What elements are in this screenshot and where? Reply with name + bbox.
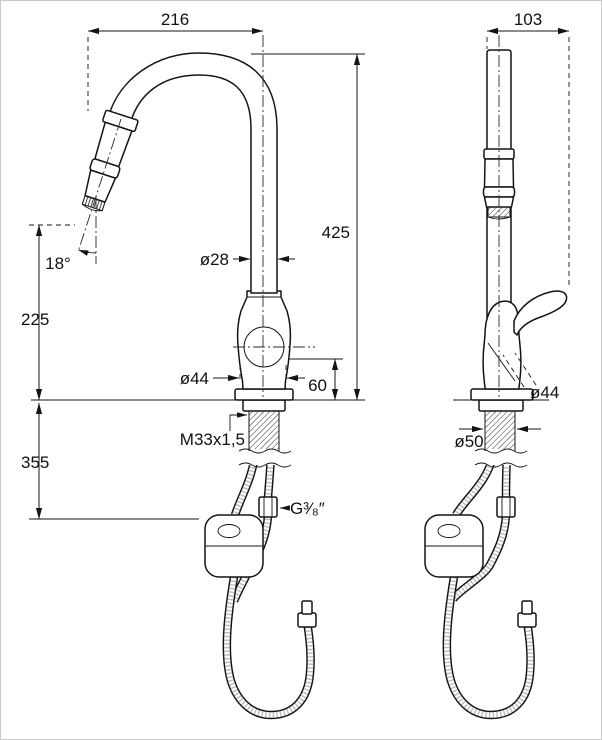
dim-g38-label: G³⁄₈″	[290, 499, 325, 518]
side-break-top	[474, 448, 528, 454]
front-shank-threads	[249, 411, 279, 449]
side-hose-loop-braid	[444, 576, 534, 718]
dim-425-label: 425	[322, 223, 350, 242]
side-break-bottom	[474, 462, 528, 468]
connector-nut	[297, 612, 317, 628]
dim-o44s-leader-2	[502, 354, 525, 388]
hose-fitting-g38	[258, 496, 278, 518]
dim-18-label: 18°	[45, 254, 71, 273]
front-hose-weight	[204, 514, 264, 578]
side-shank-threads	[485, 411, 515, 449]
dim-355-label: 355	[21, 453, 49, 472]
angle-arc	[78, 249, 97, 256]
side-hose-weight	[424, 514, 484, 578]
dim-m33-label: M33x1,5	[180, 430, 245, 449]
front-shank	[238, 399, 292, 468]
side-hose-b-lower-braid	[450, 514, 509, 601]
side-hose-connector	[517, 600, 537, 628]
dim-216-label: 216	[161, 10, 189, 29]
weight-logo	[217, 524, 241, 538]
dim-225-label: 225	[21, 310, 49, 329]
dimensions: 216 103 425 ø28 18° 225 ø44 60	[21, 10, 570, 520]
side-weight-logo	[437, 524, 461, 538]
side-connector-stem	[521, 600, 533, 615]
front-body	[236, 290, 292, 390]
reference-lines	[31, 35, 549, 401]
side-shank	[474, 399, 528, 468]
lever-handle	[513, 290, 568, 336]
side-hoses	[442, 454, 535, 720]
side-body-seam	[487, 342, 516, 382]
front-hose-connector	[297, 600, 317, 628]
front-view	[81, 52, 317, 720]
pullout-hose-upper-braid	[232, 455, 258, 516]
front-break-top	[238, 448, 292, 454]
side-connector-nut	[517, 612, 537, 628]
side-hose-fitting	[496, 496, 516, 518]
fitting-body	[258, 496, 278, 518]
front-hoses	[222, 455, 315, 720]
dim-o28-label: ø28	[200, 250, 229, 269]
dim-o44s-label: ø44	[530, 383, 559, 402]
side-shank-nut	[478, 399, 524, 412]
head-axis-line	[77, 118, 122, 253]
dim-o44s-leader-1	[514, 352, 537, 386]
dim-o44f-label: ø44	[180, 369, 209, 388]
dim-m33-leader	[229, 412, 248, 431]
dim-103-label: 103	[514, 10, 542, 29]
connector-stem	[301, 600, 313, 615]
side-fitting-body	[496, 496, 516, 518]
front-shank-nut	[242, 399, 286, 412]
front-base-plate	[234, 388, 294, 401]
dim-o50-label: ø50	[454, 432, 483, 451]
spout-outline	[108, 52, 278, 294]
side-break-mask	[475, 451, 527, 465]
side-body	[482, 300, 522, 390]
hose-loop-braid	[224, 576, 314, 718]
front-break-mask	[239, 451, 291, 465]
side-base-plate	[470, 388, 534, 401]
dim-60-label: 60	[308, 376, 327, 395]
front-break-bottom	[238, 462, 292, 468]
